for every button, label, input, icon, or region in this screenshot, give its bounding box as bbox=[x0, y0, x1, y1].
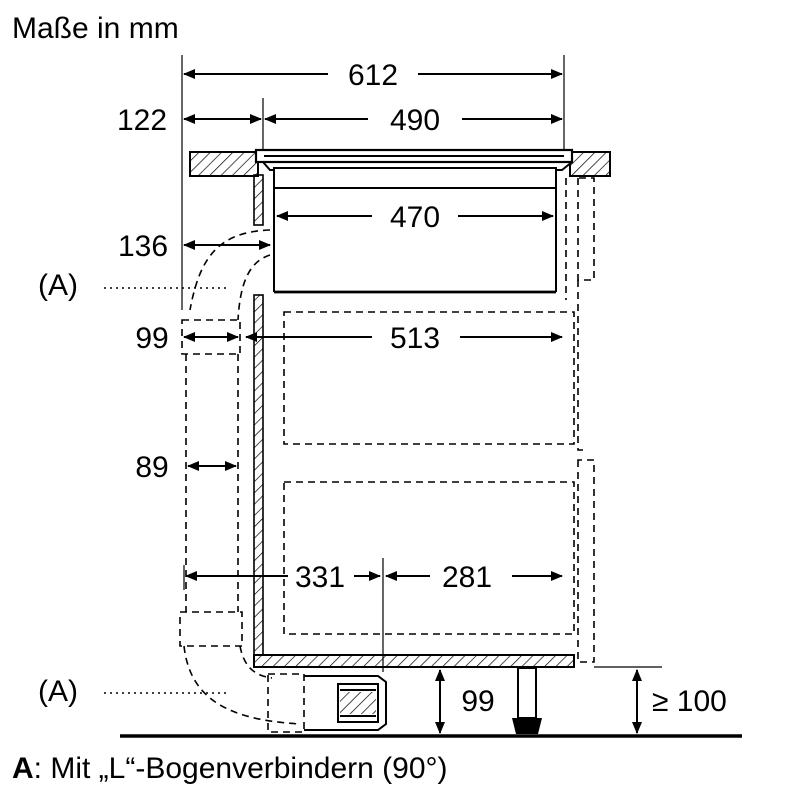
worktop bbox=[189, 151, 611, 177]
dimension-470: 470 bbox=[276, 201, 554, 234]
dim-left-span: 331 bbox=[295, 561, 345, 594]
caption-text: : Mit „L“-Bogenverbindern (90°) bbox=[34, 752, 448, 785]
cabinet-bottom bbox=[253, 654, 575, 668]
extension-lines bbox=[181, 55, 565, 310]
label-a-lower-text: (A) bbox=[38, 675, 78, 708]
dimension-89: 89 bbox=[135, 451, 237, 484]
vertical-duct bbox=[185, 354, 239, 612]
cabinet-foot bbox=[512, 667, 542, 734]
hob-housing bbox=[273, 167, 557, 294]
dim-plinth-height: ≥ 100 bbox=[652, 685, 727, 718]
caption: A: Mit „L“-Bogenverbindern (90°) bbox=[12, 752, 448, 785]
dim-duct-gap: 89 bbox=[135, 451, 168, 484]
side-wall bbox=[253, 174, 264, 656]
dim-cutout-width: 490 bbox=[390, 104, 440, 137]
dimension-99-bottom: 99 bbox=[435, 669, 495, 734]
dim-unit-width: 470 bbox=[390, 201, 440, 234]
cabinet-right-side bbox=[565, 177, 595, 663]
dimension-136: 136 bbox=[118, 230, 271, 263]
page-title: Maße in mm bbox=[12, 12, 179, 45]
dim-left-offset: 122 bbox=[117, 104, 167, 137]
dim-duct-width: 99 bbox=[135, 322, 168, 355]
label-a-lower: (A) bbox=[38, 675, 226, 708]
lower-duct-bend bbox=[179, 611, 301, 725]
dimension-513: 99 513 bbox=[135, 319, 563, 355]
dim-right-span: 281 bbox=[442, 561, 492, 594]
dim-duct-offset: 136 bbox=[118, 230, 168, 263]
dim-bottom-height: 99 bbox=[461, 685, 494, 718]
dimension-490: 122 490 bbox=[117, 104, 563, 137]
dim-overall-width: 612 bbox=[348, 59, 398, 92]
dimension-612: 612 bbox=[183, 59, 563, 92]
dimension-331-281: 331 281 bbox=[183, 558, 563, 672]
drawers bbox=[283, 311, 575, 635]
label-a-upper: (A) bbox=[38, 269, 226, 302]
dimension-plinth: ≥ 100 bbox=[594, 666, 727, 734]
dim-cabinet-width: 513 bbox=[390, 322, 440, 355]
plinth-duct bbox=[267, 673, 387, 733]
caption-key: A bbox=[12, 752, 34, 785]
label-a-upper-text: (A) bbox=[38, 269, 78, 302]
upper-duct-bend bbox=[189, 229, 271, 321]
